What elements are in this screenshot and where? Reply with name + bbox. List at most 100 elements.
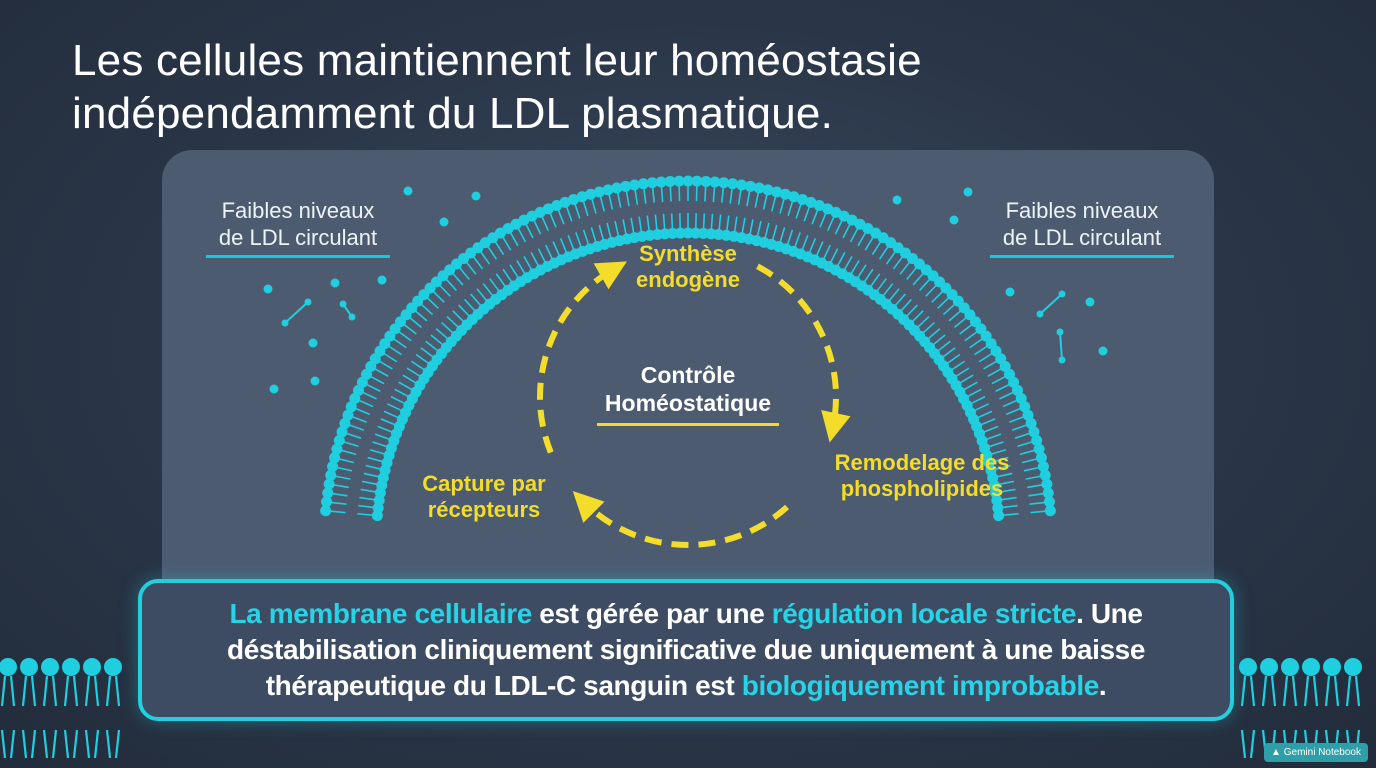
ldl-particle-icon [377, 275, 387, 285]
lipid-tail [1005, 407, 1021, 416]
lipid-tail [1009, 416, 1024, 423]
lipid-tail [794, 232, 801, 247]
lipid-tail [352, 416, 367, 423]
lipid-tail [999, 391, 1014, 400]
lipid-tail [1002, 399, 1017, 408]
lipid-tail [942, 303, 956, 316]
lipid-tail [625, 191, 630, 207]
lipid-head [682, 175, 694, 187]
lipid-tail [84, 729, 100, 759]
lipid-tail [388, 345, 402, 356]
lipid-tail [786, 229, 794, 245]
cycle-step-remodeling: Remodelage des phospholipides [822, 450, 1022, 502]
lipid-tail [927, 328, 941, 340]
lipid-tail [651, 187, 655, 203]
callout-highlight-improbable: biologiquement improbable [741, 670, 1100, 701]
lipid-head [664, 175, 676, 187]
lipid-tail [452, 273, 464, 286]
lipid-tail [795, 203, 802, 219]
lipid-tail [582, 229, 590, 245]
lipid-fragment-head [348, 313, 356, 321]
lipid-tail [369, 448, 385, 455]
lipid-tail [803, 206, 811, 222]
lipid-head [1033, 443, 1045, 455]
lipid-tail [746, 191, 751, 207]
lipid-tail [549, 213, 557, 228]
lipid-tail [525, 224, 534, 239]
lipid-tail [383, 353, 398, 363]
lipid-head [104, 658, 122, 676]
lipid-tail [343, 441, 359, 448]
lipid-tail [964, 331, 978, 342]
lipid-tail [959, 324, 973, 335]
lipid-tail [733, 216, 738, 232]
lipid-tail [937, 340, 951, 352]
lipid-tail [630, 217, 635, 233]
center-underline [597, 423, 779, 426]
lipid-tail [1019, 449, 1035, 456]
cycle-arrow [756, 263, 851, 443]
ldl-particle-icon [471, 191, 481, 201]
lipid-tail [1029, 501, 1045, 506]
lipid-tail [439, 284, 451, 297]
lipid-tail [948, 310, 961, 322]
lipid-tail [931, 291, 943, 303]
lipid-tail [1240, 675, 1256, 707]
lipid-tail [458, 304, 470, 317]
lipid-tail [1017, 441, 1033, 448]
ldl-particle-icon [263, 284, 273, 294]
lipid-head [736, 179, 748, 191]
ldl-particle-icon [308, 338, 318, 348]
ldl-particle-icon [949, 215, 959, 225]
lipid-head [1260, 658, 1278, 676]
lipid-head [551, 200, 563, 212]
lipid-tail [646, 215, 650, 231]
lipid-tail [654, 214, 658, 230]
lipid-head [1019, 401, 1031, 413]
lipid-tail [977, 410, 993, 419]
lipid-tail [622, 219, 627, 235]
lipid-head [1035, 452, 1047, 464]
lipid-tail [737, 189, 742, 205]
uptake-line-1: Capture par [422, 471, 546, 496]
lipid-head [788, 191, 800, 203]
lipid-tail [1240, 729, 1256, 759]
left-tag-line-2: de LDL circulant [218, 225, 378, 250]
lipid-tail [925, 284, 937, 297]
lipid-head [1025, 417, 1037, 429]
lipid-tail [1324, 675, 1340, 707]
lipid-head [62, 658, 80, 676]
lipid-head [1037, 461, 1049, 473]
lipid-head [1039, 469, 1051, 481]
lipid-tail [470, 293, 482, 306]
lipid-head [576, 191, 588, 203]
lipid-tail [377, 425, 393, 433]
lipid-tail [842, 224, 851, 239]
lipid-head [83, 658, 101, 676]
lipid-tail [1345, 675, 1361, 707]
lipid-head [336, 426, 348, 438]
right-tag-line-1: Faibles niveaux [1005, 198, 1159, 223]
ldl-particle-icon [963, 187, 973, 197]
lipid-head [322, 487, 334, 499]
lipid-tail [857, 232, 867, 247]
lipid-head [542, 203, 554, 215]
ldl-particle-icon [330, 278, 340, 288]
lipid-tail [662, 213, 666, 229]
lipid-head [342, 409, 354, 421]
lipid-tail [406, 367, 421, 377]
lipid-tail [937, 297, 950, 309]
lipid-tail [565, 206, 573, 222]
lipid-tail [983, 360, 997, 370]
lipid-head [690, 227, 702, 239]
lipid-tail [425, 340, 439, 352]
lipid-tail [606, 222, 612, 238]
lipid-tail [1002, 504, 1018, 509]
ldl-particle-icon [1098, 346, 1108, 356]
lipid-tail [888, 288, 900, 301]
lipid-head [1022, 409, 1034, 421]
lipid-head [700, 175, 712, 187]
lipid-tail [991, 375, 1006, 385]
lipid-tail [1003, 512, 1019, 516]
